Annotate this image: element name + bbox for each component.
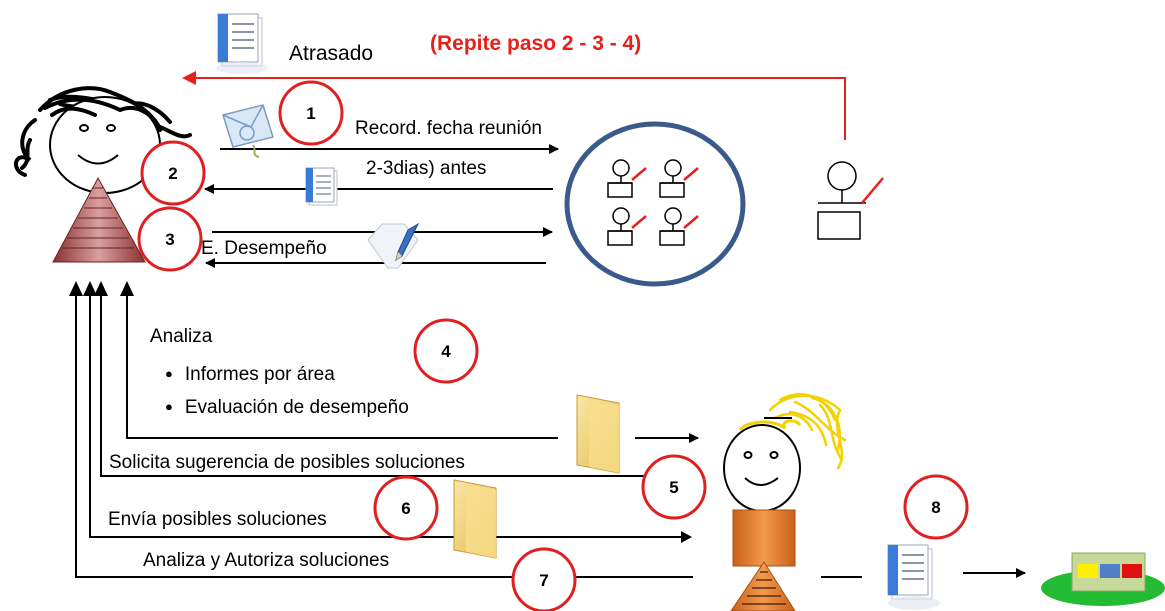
step-number: 7 <box>539 571 548 590</box>
step-number: 8 <box>931 498 940 517</box>
document-icon <box>305 167 338 206</box>
label-informes: Informes por área <box>165 364 335 386</box>
bullet-text: Evaluación de desempeño <box>184 397 409 418</box>
label-envia: Envía posibles soluciones <box>108 509 327 530</box>
step-number: 2 <box>168 164 177 183</box>
label-days-before: 2-3dias) antes <box>366 158 487 179</box>
label-analiza: Analiza <box>150 326 213 347</box>
step-number: 3 <box>165 230 174 249</box>
late-person-icon <box>817 161 884 240</box>
step-number: 6 <box>401 499 410 518</box>
label-evaluacion: Evaluación de desempeño <box>165 397 409 419</box>
label-record-meeting: Record. fecha reunión <box>355 118 542 139</box>
delay-feedback-arrow <box>182 71 846 140</box>
flow-lines <box>75 283 693 578</box>
pencil-form-icon <box>367 222 420 269</box>
mail-icon <box>222 104 274 158</box>
label-solicita: Solicita sugerencia de posibles solucion… <box>109 452 465 473</box>
step-number: 5 <box>669 478 678 497</box>
step-circle-5: 5 <box>641 454 707 520</box>
step-number: 4 <box>441 342 451 361</box>
label-repeat-steps: (Repite paso 2 - 3 - 4) <box>430 32 642 55</box>
step-circle-3: 3 <box>137 206 203 272</box>
tray-icon <box>1041 552 1165 606</box>
staff-figure <box>723 393 847 611</box>
step-circle-6: 6 <box>373 475 439 541</box>
bullet-text: Informes por área <box>184 364 335 385</box>
document-icon <box>887 544 940 610</box>
label-atrasado: Atrasado <box>289 42 374 65</box>
folder-icon <box>576 394 620 474</box>
step-circle-2: 2 <box>140 140 206 206</box>
step-number: 1 <box>306 104 315 123</box>
step-circle-1: 1 <box>278 80 344 146</box>
folder-icon <box>453 479 497 559</box>
step-circle-4: 4 <box>413 318 479 384</box>
step-circle-7: 7 <box>511 547 577 611</box>
people-group-icon <box>564 121 746 287</box>
document-icon <box>216 13 268 74</box>
step-circle-8: 8 <box>903 474 969 540</box>
label-autoriza: Analiza y Autoriza soluciones <box>143 550 390 571</box>
label-desempeno: E. Desempeño <box>201 238 327 259</box>
